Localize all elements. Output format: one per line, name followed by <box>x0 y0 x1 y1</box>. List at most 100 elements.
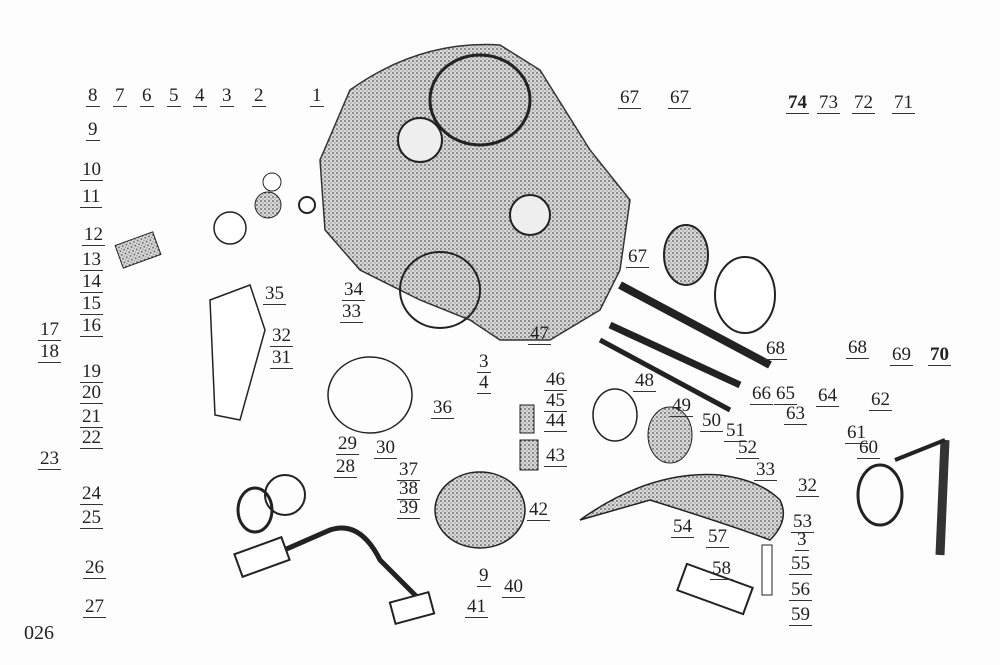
pedal-rubber <box>233 535 291 579</box>
part-label: 32 <box>270 325 293 347</box>
washer-3 <box>298 196 316 214</box>
part-label: 25 <box>80 507 103 529</box>
part-label: 14 <box>80 271 103 293</box>
part-label: 47 <box>528 323 551 345</box>
part-label: 3 <box>220 85 234 107</box>
part-label: 39 <box>397 497 420 519</box>
part-label: 58 <box>710 558 733 580</box>
spring-44 <box>519 404 535 434</box>
part-label: 49 <box>670 395 693 417</box>
part-label: 63 <box>784 403 807 425</box>
part-label: 68 <box>846 337 869 359</box>
part-label: 69 <box>890 344 913 366</box>
part-label: 62 <box>869 389 892 411</box>
part-label: 42 <box>527 499 550 521</box>
part-label: 48 <box>633 370 656 392</box>
part-label: 73 <box>817 92 840 114</box>
pin-43 <box>519 439 539 471</box>
part-label: 17 <box>38 319 61 341</box>
part-label: 1 <box>310 85 324 107</box>
part-label: 30 <box>374 437 397 459</box>
part-label: 28 <box>334 456 357 478</box>
part-label: 22 <box>80 427 103 449</box>
part-label: 21 <box>80 406 103 428</box>
part-label: 71 <box>892 92 915 114</box>
part-label: 36 <box>431 397 454 419</box>
gear-5 <box>254 191 282 219</box>
footrest-58 <box>676 562 754 616</box>
housing-bore <box>397 117 443 163</box>
clamp-56 <box>856 463 904 527</box>
housing-bore <box>509 194 551 236</box>
part-label: 2 <box>252 85 266 107</box>
part-label: 67 <box>668 87 691 109</box>
part-label: 61 <box>845 422 868 444</box>
disc-49 <box>647 406 693 464</box>
part-label: 57 <box>706 526 729 548</box>
part-label: 24 <box>80 483 103 505</box>
part-label: 5 <box>167 85 181 107</box>
seal-ring-74 <box>663 224 709 286</box>
part-label: 29 <box>336 433 359 455</box>
part-label: 55 <box>789 553 812 575</box>
part-label: 38 <box>397 478 420 500</box>
part-label: 46 <box>544 369 567 391</box>
part-label: 44 <box>544 410 567 432</box>
part-label: 67 <box>618 87 641 109</box>
part-label: 40 <box>502 576 525 598</box>
part-label: 8 <box>86 85 100 107</box>
shaft-68b <box>608 321 742 389</box>
cover-42 <box>434 471 526 549</box>
part-label: 59 <box>789 604 812 626</box>
part-label: 11 <box>80 186 103 208</box>
part-label: 18 <box>38 341 61 363</box>
part-label: 66 <box>750 383 773 405</box>
hub-6 <box>213 211 247 245</box>
part-label: 10 <box>80 159 103 181</box>
part-label: 4 <box>193 85 207 107</box>
part-label: 26 <box>83 557 106 579</box>
part-label: 34 <box>342 279 365 301</box>
part-label: 54 <box>671 516 694 538</box>
part-label: 3 <box>477 351 491 373</box>
part-label: 52 <box>736 437 759 459</box>
part-label: 7 <box>113 85 127 107</box>
shaft-68 <box>618 281 772 369</box>
bolt-69 <box>894 438 946 462</box>
spring-26 <box>236 486 274 534</box>
gearbox-housing <box>319 43 631 341</box>
part-label: 45 <box>544 390 567 412</box>
part-label: 41 <box>465 596 488 618</box>
part-label: 72 <box>852 92 875 114</box>
part-label: 3 <box>795 529 809 551</box>
page-number: 026 <box>24 622 54 644</box>
gasket <box>399 251 481 329</box>
part-label: 33 <box>754 459 777 481</box>
pin-57 <box>761 544 773 596</box>
part-label: 68 <box>764 338 787 360</box>
part-label: 50 <box>700 410 723 432</box>
part-label: 65 <box>774 383 797 405</box>
part-label: 9 <box>477 565 491 587</box>
part-label: 31 <box>270 347 293 369</box>
grip-12 <box>114 231 162 269</box>
housing-bearing-ring <box>428 53 532 147</box>
part-label: 6 <box>140 85 154 107</box>
lever-70 <box>935 439 950 556</box>
part-label: 37 <box>397 459 420 481</box>
part-label: 32 <box>796 475 819 497</box>
part-label: 19 <box>80 361 103 383</box>
kick-start-lever-27 <box>248 525 422 602</box>
part-label: 64 <box>816 385 839 407</box>
part-label: 16 <box>80 315 103 337</box>
part-label: 12 <box>82 224 105 246</box>
sprocket <box>264 474 306 516</box>
part-label: 51 <box>724 420 747 442</box>
part-label: 56 <box>789 579 812 601</box>
part-label: 35 <box>263 283 286 305</box>
part-label: 60 <box>857 437 880 459</box>
part-label: 74 <box>786 92 809 114</box>
shaft-66 <box>598 337 732 413</box>
